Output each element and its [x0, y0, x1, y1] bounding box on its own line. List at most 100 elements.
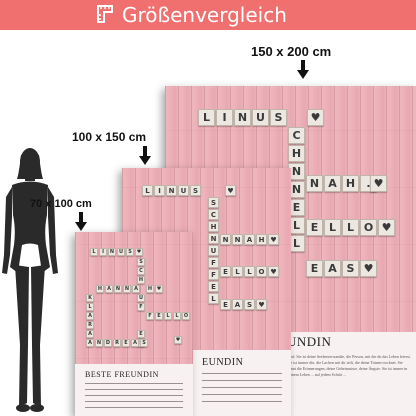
text-line — [202, 394, 282, 395]
text-line — [202, 387, 282, 388]
letter-tile: S — [208, 197, 219, 208]
letter-tile: E — [155, 312, 163, 320]
letter-tile: N — [306, 175, 323, 192]
letter-tile: A — [232, 299, 243, 310]
letter-tile: H — [137, 276, 145, 284]
text-line — [202, 401, 282, 402]
letter-tile: U — [117, 248, 125, 256]
letter-tile: N — [166, 185, 177, 196]
letter-tile: L — [208, 293, 219, 304]
letter-tile: R — [113, 339, 121, 347]
letter-tile: H — [96, 285, 104, 293]
heart-tile: ♥ — [378, 219, 395, 236]
letter-tile: H — [342, 175, 359, 192]
letter-tile: K — [86, 294, 94, 302]
letter-tile: S — [244, 299, 255, 310]
letter-tile: O — [256, 266, 267, 277]
letter-tile: A — [86, 339, 94, 347]
heart-tile: ♥ — [268, 266, 279, 277]
letter-tile: U — [178, 185, 189, 196]
letter-tile: N — [234, 109, 251, 126]
letter-tile: U — [252, 109, 269, 126]
poster-medium-title: EUNDIN — [202, 357, 244, 368]
letter-tile: I — [99, 248, 107, 256]
heart-tile: ♥ — [360, 260, 377, 277]
letter-tile: N — [232, 234, 243, 245]
letter-tile: S — [126, 248, 134, 256]
letter-tile: L — [164, 312, 172, 320]
letter-tile: A — [86, 312, 94, 320]
letter-tile: E — [306, 260, 323, 277]
poster-small: L I N U S ♥ S C H U F E L H A N N A H ♥ … — [75, 232, 193, 416]
letter-tile: H — [288, 145, 305, 162]
heart-tile: ♥ — [268, 234, 279, 245]
heart-tile: ♥ — [155, 285, 163, 293]
letter-tile: A — [132, 285, 140, 293]
letter-tile: L — [232, 266, 243, 277]
text-line — [85, 389, 183, 390]
letter-tile: A — [324, 260, 341, 277]
letter-tile: L — [142, 185, 153, 196]
heart-tile: ♥ — [225, 185, 236, 196]
letter-tile: U — [208, 245, 219, 256]
letter-tile: F — [208, 257, 219, 268]
letter-tile: C — [288, 127, 305, 144]
text-line — [202, 373, 282, 374]
letter-tile: R — [86, 321, 94, 329]
letter-tile: H — [146, 285, 154, 293]
header-bar: Größenvergleich — [0, 0, 416, 30]
letter-tile: U — [137, 294, 145, 302]
letter-tile: E — [306, 219, 323, 236]
letter-tile: L — [342, 219, 359, 236]
letter-tile: N — [95, 339, 103, 347]
text-line — [85, 383, 183, 384]
letter-tile: C — [137, 267, 145, 275]
page-title: Größenvergleich — [122, 3, 287, 27]
woman-silhouette — [2, 148, 58, 412]
arrow-down-icon — [297, 60, 309, 79]
ruler-icon — [97, 5, 113, 23]
letter-tile: H — [256, 234, 267, 245]
text-line — [85, 401, 183, 402]
letter-tile: E — [220, 266, 231, 277]
letter-tile: S — [342, 260, 359, 277]
letter-tile: E — [208, 281, 219, 292]
size-label-large: 150 x 200 cm — [251, 44, 332, 59]
letter-tile: E — [288, 199, 305, 216]
letter-tile: L — [86, 303, 94, 311]
letter-tile: L — [173, 312, 181, 320]
letter-tile: L — [324, 219, 341, 236]
letter-tile: I — [154, 185, 165, 196]
heart-tile: ♥ — [370, 175, 387, 192]
letter-tile: S — [270, 109, 287, 126]
letter-tile: N — [114, 285, 122, 293]
heart-tile: ♥ — [174, 336, 182, 344]
letter-tile: D — [104, 339, 112, 347]
text-line — [85, 407, 183, 408]
heart-tile: ♥ — [256, 299, 267, 310]
letter-tile: E — [220, 299, 231, 310]
size-label-medium: 100 x 150 cm — [72, 130, 147, 144]
letter-tile: N — [108, 248, 116, 256]
letter-tile: F — [146, 312, 154, 320]
letter-tile: N — [208, 233, 219, 244]
text-line — [202, 380, 282, 381]
text-line — [85, 395, 183, 396]
heart-tile: ♥ — [307, 109, 324, 126]
letter-tile: F — [208, 269, 219, 280]
arrow-down-icon — [75, 212, 87, 231]
letter-tile: L — [244, 266, 255, 277]
heart-tile: ♥ — [135, 248, 143, 256]
size-label-small: 70 x 100 cm — [30, 198, 92, 210]
letter-tile: O — [360, 219, 377, 236]
poster-small-title: BESTE FREUNDIN — [85, 370, 159, 379]
letter-tile: A — [86, 330, 94, 338]
letter-tile: I — [216, 109, 233, 126]
letter-tile: L — [198, 109, 215, 126]
letter-tile: E — [137, 330, 145, 338]
poster-large-title: UNDIN — [287, 334, 332, 349]
letter-tile: C — [208, 209, 219, 220]
arrow-down-icon — [139, 146, 151, 165]
letter-tile: F — [137, 303, 145, 311]
letter-tile: N — [123, 285, 131, 293]
